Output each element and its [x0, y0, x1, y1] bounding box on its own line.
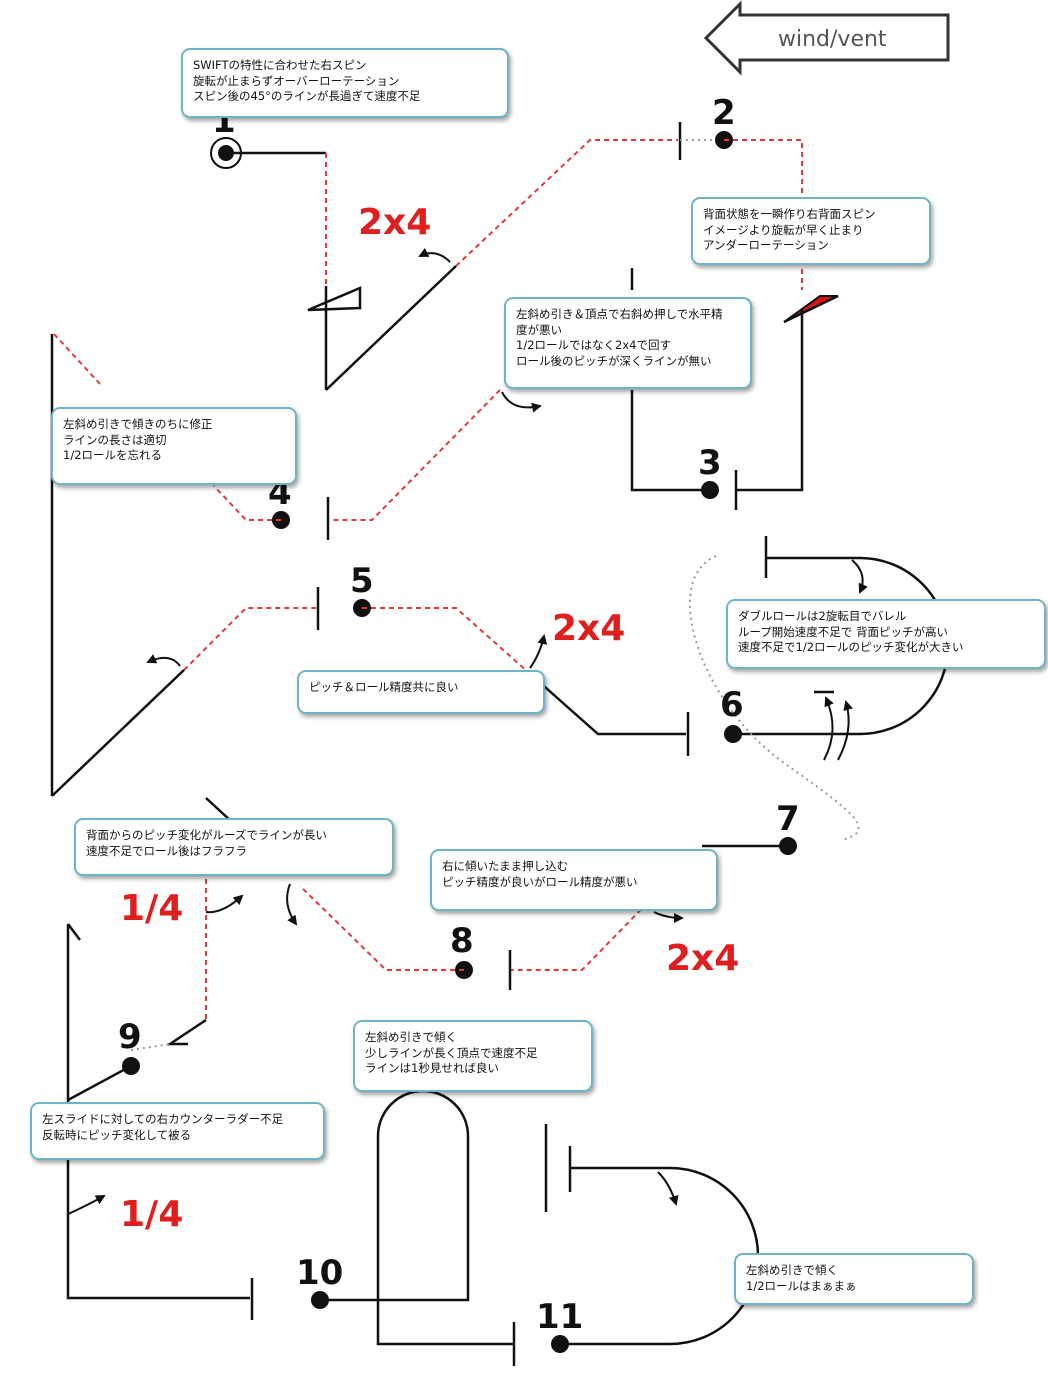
figure-3	[330, 268, 738, 521]
figure-6-loop	[686, 536, 950, 841]
figure-number-2: 2	[712, 93, 736, 133]
note-figure-4: 左斜め引きで傾きのちに修正 ラインの長さは適切 1/2ロールを忘れる	[51, 407, 297, 485]
figure-number-11: 11	[536, 1297, 583, 1337]
wind-arrow: wind/vent	[703, 0, 950, 76]
figure-7	[510, 837, 797, 971]
note-figure-2: 背面状態を一瞬作り右背面スピン イメージより旋転が早く止まり アンダーローテーシ…	[691, 197, 931, 265]
figure-number-6: 6	[720, 685, 744, 725]
figure-number-5: 5	[350, 561, 374, 601]
note-figure-7: 背面からのピッチ変化がルーズでラインが長い 速度不足でロール後はフラフラ	[74, 818, 394, 876]
figure-8	[205, 797, 512, 1020]
note-figure-5: ダブルロールは2旋転目でバレル ループ開始速度不足で 背面ピッチが高い 速度不足…	[726, 599, 1046, 669]
roll-mark-2x4-b: 2x4	[552, 608, 625, 649]
note-figure-3: 左斜め引き＆頂点で右斜め押しで水平精 度が悪い 1/2ロールではなく2x4で回す…	[504, 297, 752, 389]
roll-mark-quarter-b: 1/4	[120, 1194, 183, 1235]
figure-number-9: 9	[118, 1017, 142, 1057]
figure-5	[316, 587, 686, 736]
note-figure-1: SWIFTの特性に合わせた右スピン 旋転が止まらずオーバーローテーション スピン…	[181, 48, 509, 118]
figure-number-3: 3	[698, 443, 722, 483]
figure-number-7: 7	[776, 799, 800, 839]
note-figure-9: 左斜め引きで傾く 少しラインが長く頂点で速度不足 ラインは1秒見せれば良い	[353, 1020, 593, 1092]
figure-4	[50, 333, 330, 797]
roll-mark-quarter-a: 1/4	[120, 888, 183, 929]
wind-label: wind/vent	[778, 27, 887, 52]
note-figure-11: 左斜め引きで傾く 1/2ロールはまぁまぁ	[734, 1253, 974, 1305]
note-figure-8: 右に傾いたまま押し込む ピッチ精度が良いがロール精度が悪い	[430, 849, 718, 911]
figure-number-10: 10	[296, 1253, 343, 1293]
note-figure-6: ピッチ＆ロール精度共に良い	[297, 670, 545, 714]
figure-1-spin	[210, 137, 678, 391]
figure-number-8: 8	[450, 921, 474, 961]
figure-9	[66, 923, 250, 1300]
note-figure-10: 左スライドに対しての右カウンターラダー不足 反転時にピッチ変化して被る	[30, 1102, 325, 1160]
roll-mark-2x4-c: 2x4	[666, 938, 739, 979]
roll-mark-2x4-a: 2x4	[358, 202, 431, 243]
figure-2-inverted-spin	[678, 122, 839, 492]
